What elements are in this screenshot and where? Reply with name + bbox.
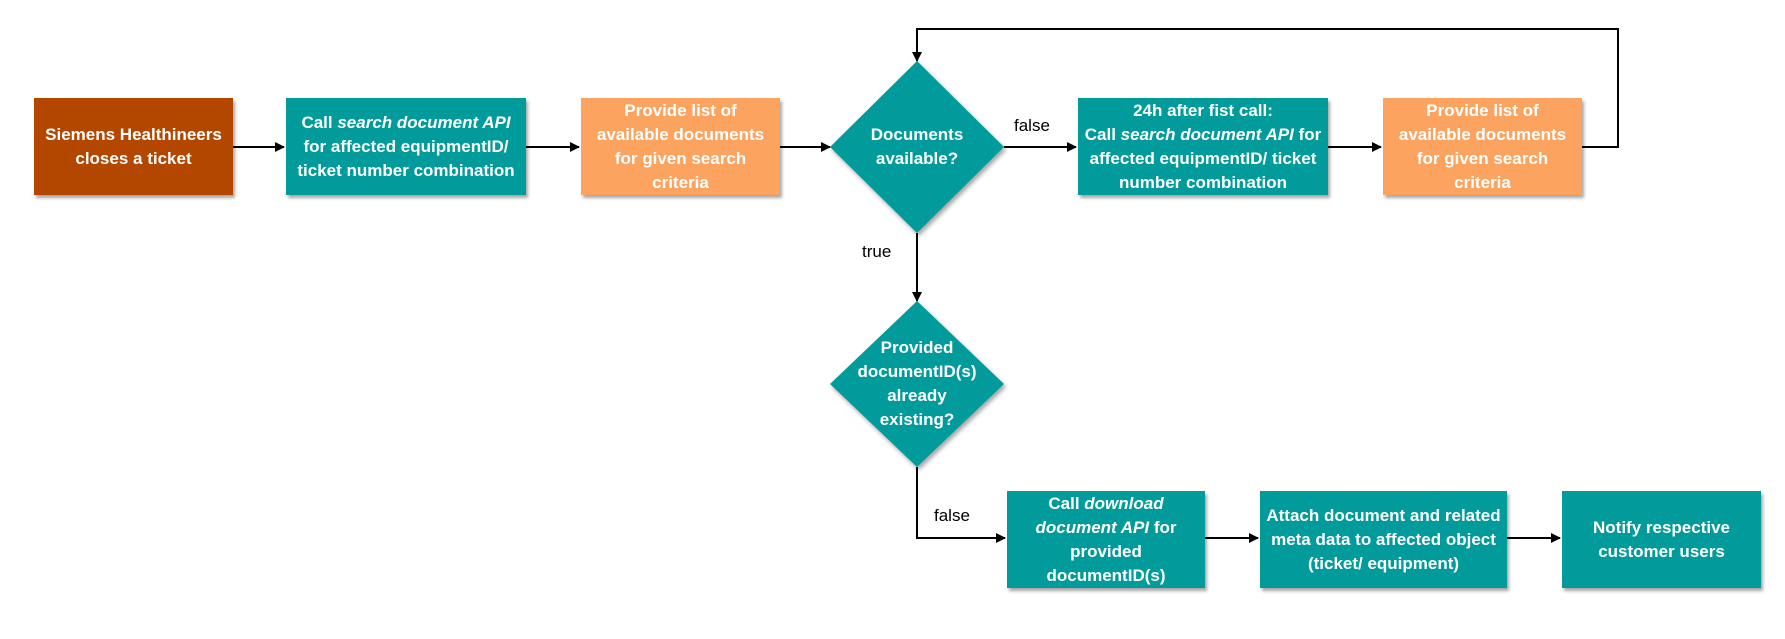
node-call-download-api: Call download document API for provided … bbox=[1007, 491, 1205, 588]
node-call-search-api: Call search document API for affected eq… bbox=[286, 98, 526, 195]
node-notify-users-label: Notify respective customer users bbox=[1593, 517, 1730, 561]
decision-documentids-existing: Provided documentID(s) already existing? bbox=[857, 336, 977, 432]
node-start-ticket-closed: Siemens Healthineers closes a ticket bbox=[34, 98, 233, 195]
node-provide-document-list-2: Provide list of available documents for … bbox=[1383, 98, 1582, 195]
node-attach-document-label: Attach document and related meta data to… bbox=[1266, 505, 1501, 573]
node-call-search-api-after-24h-label: 24h after fist call:Call search document… bbox=[1084, 100, 1322, 192]
node-call-search-api-label: Call search document API for affected eq… bbox=[297, 112, 515, 180]
decision-documents-available-label: Documents available? bbox=[870, 125, 964, 168]
node-attach-document: Attach document and related meta data to… bbox=[1260, 491, 1507, 588]
node-notify-users: Notify respective customer users bbox=[1562, 491, 1761, 588]
node-provide-document-list: Provide list of available documents for … bbox=[581, 98, 780, 195]
decision-documents-available-shape bbox=[830, 61, 1004, 233]
decision-documentids-existing-label: Provided documentID(s) already existing? bbox=[857, 338, 977, 429]
node-call-download-api-label: Call download document API for provided … bbox=[1035, 493, 1177, 585]
node-provide-document-list-2-label: Provide list of available documents for … bbox=[1398, 100, 1567, 192]
decision-documentids-existing-shape bbox=[830, 301, 1004, 467]
edge-label-true: true bbox=[862, 242, 892, 261]
arrow-decision2-false-to-download bbox=[916, 467, 1006, 543]
edge-label-false-2: false bbox=[934, 506, 970, 525]
node-start-label: Siemens Healthineers closes a ticket bbox=[45, 124, 222, 168]
edge-label-false-1: false bbox=[1014, 116, 1050, 135]
node-provide-document-list-label: Provide list of available documents for … bbox=[596, 100, 765, 192]
decision-documents-available: Documents available? bbox=[850, 117, 984, 177]
node-call-search-api-after-24h: 24h after fist call:Call search document… bbox=[1078, 98, 1328, 195]
arrow-list2-loop-back bbox=[912, 28, 1619, 148]
